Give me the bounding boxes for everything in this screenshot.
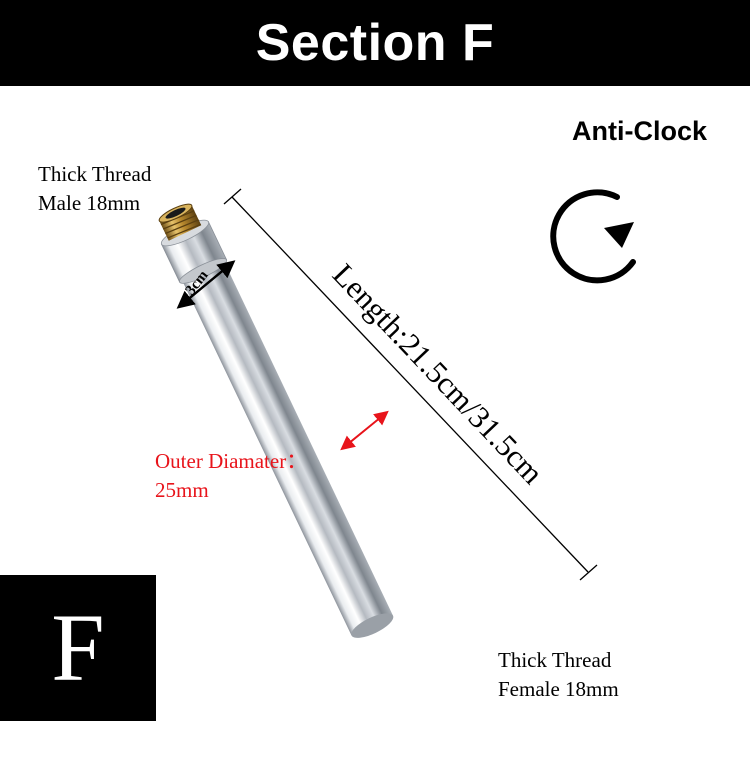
- outer-diameter-arrow: [340, 410, 389, 451]
- chrome-pipe: [158, 203, 394, 638]
- male-thread-label: Thick Thread Male 18mm: [38, 160, 151, 218]
- outer-diameter-line1: Outer Diamater：: [155, 449, 308, 473]
- outer-diameter-line2: 25mm: [155, 478, 209, 502]
- rotation-direction-label: Anti-Clock: [572, 116, 707, 146]
- length-dimension-line: [223, 188, 598, 581]
- outer-diameter-label: Outer Diamater： 25mm: [155, 447, 307, 505]
- anti-clockwise-icon: [550, 189, 636, 284]
- header-bar: Section F: [0, 0, 750, 86]
- male-thread-line1: Thick Thread: [38, 162, 152, 186]
- female-thread-line1: Thick Thread: [498, 648, 612, 672]
- female-thread-label: Thick Thread Female 18mm: [498, 646, 619, 704]
- female-thread-line2: Female 18mm: [498, 677, 619, 701]
- page-title: Section F: [255, 14, 495, 72]
- section-badge: F: [0, 575, 156, 721]
- length-label: Length:21.5cm/31.5cm: [326, 257, 551, 491]
- section-badge-letter: F: [51, 594, 105, 701]
- male-thread-line2: Male 18mm: [38, 191, 141, 215]
